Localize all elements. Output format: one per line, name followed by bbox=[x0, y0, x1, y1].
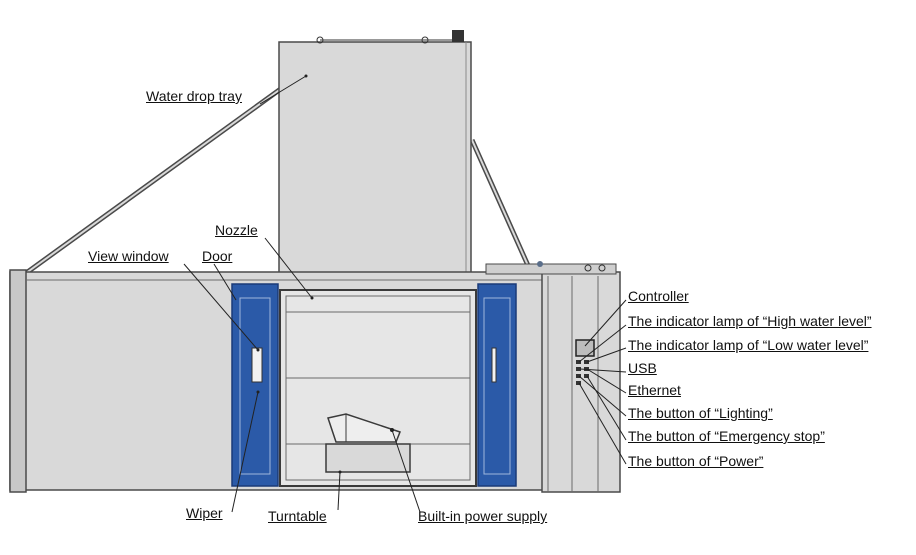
leader-controller bbox=[584, 299, 627, 347]
controller-screen bbox=[575, 339, 595, 357]
label-view-window: View window bbox=[88, 248, 169, 264]
label-ethernet: Ethernet bbox=[628, 382, 681, 398]
label-low-water-lamp: The indicator lamp of “Low water level” bbox=[628, 337, 869, 353]
leader-high-water bbox=[578, 324, 627, 363]
leader-nozzle bbox=[264, 237, 313, 299]
cabinet-top-knob-1 bbox=[584, 264, 592, 272]
turntable-base bbox=[325, 443, 411, 473]
chamber-interior-frame bbox=[285, 295, 471, 481]
leader-low-water bbox=[586, 347, 627, 363]
label-emergency-button: The button of “Emergency stop” bbox=[628, 428, 825, 444]
water-drop-tray-box bbox=[278, 41, 472, 281]
left-door-frame bbox=[239, 297, 271, 475]
usb-port bbox=[576, 367, 581, 371]
power-button-shape bbox=[576, 381, 581, 385]
leader-water-tray bbox=[259, 75, 307, 105]
leader-lighting bbox=[578, 375, 627, 417]
leader-power bbox=[578, 382, 627, 465]
leader-power-supply bbox=[391, 429, 421, 513]
label-wiper: Wiper bbox=[186, 505, 223, 521]
leader-view-window bbox=[183, 263, 259, 351]
right-door-handle bbox=[491, 347, 497, 383]
label-controller: Controller bbox=[628, 288, 689, 304]
label-nozzle: Nozzle bbox=[215, 222, 258, 238]
cabinet-top-fitting bbox=[485, 263, 617, 275]
leader-door bbox=[213, 263, 237, 301]
label-door: Door bbox=[202, 248, 233, 264]
leader-ethernet bbox=[586, 368, 627, 394]
leader-turntable bbox=[337, 471, 341, 511]
left-support-strut-inner bbox=[21, 87, 283, 277]
left-door bbox=[231, 283, 279, 487]
label-power-button: The button of “Power” bbox=[628, 453, 764, 469]
label-high-water-lamp: The indicator lamp of “High water level” bbox=[628, 313, 872, 329]
emergency-button-shape bbox=[584, 374, 589, 378]
lighting-button-shape bbox=[576, 374, 581, 378]
cabinet-top-knob-2 bbox=[598, 264, 606, 272]
left-end-cap bbox=[9, 269, 27, 493]
cabinet-top-valve bbox=[537, 261, 543, 267]
label-turntable: Turntable bbox=[268, 508, 327, 524]
view-window-shape bbox=[251, 347, 263, 383]
label-usb: USB bbox=[628, 360, 657, 376]
right-door-frame bbox=[483, 297, 511, 475]
leader-lines bbox=[183, 75, 627, 513]
leader-wiper bbox=[231, 391, 259, 513]
tray-top-fitting bbox=[452, 30, 464, 42]
right-support-strut-inner bbox=[471, 139, 531, 271]
high-water-lamp bbox=[576, 360, 581, 364]
leader-emergency bbox=[586, 375, 627, 441]
label-lighting-button: The button of “Lighting” bbox=[628, 405, 773, 421]
label-power-supply: Built-in power supply bbox=[418, 508, 548, 524]
label-water-drop-tray: Water drop tray bbox=[146, 88, 242, 104]
low-water-lamp bbox=[584, 360, 589, 364]
